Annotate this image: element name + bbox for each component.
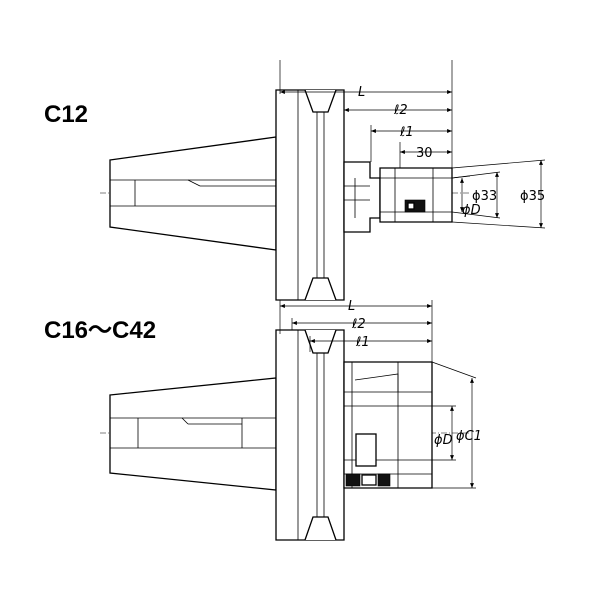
c16-collet-window	[355, 433, 377, 467]
c12-title: C12	[44, 101, 88, 128]
c16-label-phiC1: ϕC1	[456, 429, 482, 444]
c12-collet-slot	[407, 202, 415, 210]
c16-v-groove-bottom	[304, 516, 337, 541]
c12-collet-nut	[379, 167, 453, 223]
c16-ring-right	[377, 473, 391, 487]
c16-label-l2: ℓ2	[351, 317, 366, 332]
c12-neck	[343, 161, 381, 233]
c12-label-30: 30	[416, 146, 433, 161]
c12-label-phiD: ϕD	[462, 203, 481, 218]
c16-collet-nut	[343, 361, 433, 489]
c12-ext-dia-top-d	[451, 175, 471, 179]
c16-flange	[275, 329, 345, 541]
c12-view: C12 L	[44, 60, 546, 301]
c16-label-L: L	[348, 299, 355, 314]
c12-ext-dia-top-35	[451, 159, 546, 169]
c12-ext-dia-bot-33	[451, 211, 501, 219]
c12-flange	[275, 89, 345, 301]
c12-label-phi35: ϕ35	[520, 189, 545, 204]
c12-v-groove-top	[304, 89, 337, 113]
c16-ext-dia-top-c1	[431, 361, 477, 379]
c12-label-l2: ℓ2	[393, 103, 408, 118]
c12-label-l1: ℓ1	[399, 125, 414, 140]
c16-ring-gap	[361, 474, 377, 486]
c16-bore-step-a	[181, 417, 189, 425]
c12-bore-step	[187, 179, 201, 187]
c12-v-groove-bottom	[304, 277, 337, 301]
c16-label-phiD: ϕD	[434, 433, 453, 448]
c12-label-L: L	[358, 85, 365, 100]
c16-label-l1: ℓ1	[355, 335, 370, 350]
c16-ring-left	[345, 473, 361, 487]
c16-nut-chamfer	[354, 373, 399, 392]
c12-ext-dia-bot-35	[451, 221, 546, 229]
c16-c42-title: C16～C42	[44, 317, 156, 344]
c16-taper-shank	[109, 377, 277, 491]
c12-label-phi33: ϕ33	[472, 189, 497, 204]
c16-c42-view: C16～C42 L	[44, 299, 482, 541]
